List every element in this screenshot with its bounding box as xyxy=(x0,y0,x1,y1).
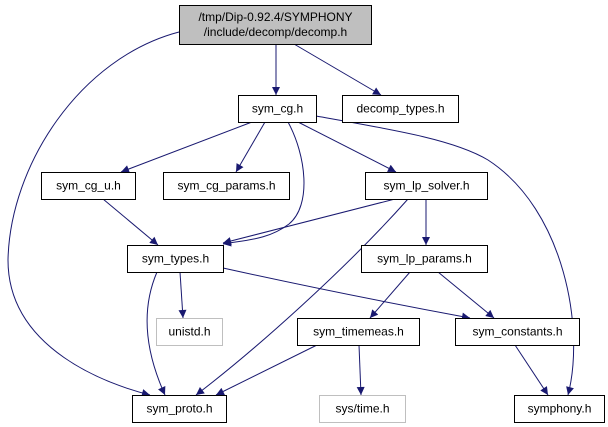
node-box-sym-lp-solver-h xyxy=(365,172,488,200)
node-box-decomp-h xyxy=(179,5,372,45)
node-sym-proto-h[interactable]: sym_proto.h xyxy=(132,395,227,423)
node-sym-timemeas-h[interactable]: sym_timemeas.h xyxy=(297,318,420,346)
edges-layer xyxy=(7,31,575,397)
edge-sym-timemeas-h-to-sym-proto-h xyxy=(215,344,318,396)
node-sys-time-h: sys/time.h xyxy=(319,395,406,423)
edge-decomp-h-to-sym-proto-h xyxy=(7,31,180,397)
node-label-decomp-h-line-2: /include/decomp/decomp.h xyxy=(204,25,347,39)
node-box-sym-cg-params-h xyxy=(163,172,290,200)
node-sym-lp-solver-h[interactable]: sym_lp_solver.h xyxy=(365,172,488,200)
node-sym-cg-h[interactable]: sym_cg.h xyxy=(238,95,317,123)
node-label-sym-types-h: sym_types.h xyxy=(142,252,209,266)
edge-decomp-h-to-decomp-types-h xyxy=(293,43,382,96)
node-sym-types-h[interactable]: sym_types.h xyxy=(127,245,224,273)
node-label-sym-constants-h: sym_constants.h xyxy=(472,325,562,339)
node-box-unistd-h xyxy=(156,318,223,346)
edge-sym-timemeas-h-to-sys-time-h xyxy=(356,344,365,396)
node-label-sym-cg-u-h: sym_cg_u.h xyxy=(56,179,121,193)
nodes-layer: /tmp/Dip-0.92.4/SYMPHONY/include/decomp/… xyxy=(41,5,605,423)
node-decomp-types-h[interactable]: decomp_types.h xyxy=(342,95,459,123)
node-label-sym-proto-h: sym_proto.h xyxy=(146,402,212,416)
node-label-unistd-h: unistd.h xyxy=(168,325,210,339)
node-sym-cg-u-h[interactable]: sym_cg_u.h xyxy=(41,172,136,200)
node-box-decomp-types-h xyxy=(342,95,459,123)
node-box-sym-cg-u-h xyxy=(41,172,136,200)
node-box-sym-timemeas-h xyxy=(297,318,420,346)
node-sym-lp-params-h[interactable]: sym_lp_params.h xyxy=(361,245,488,273)
node-sym-cg-params-h[interactable]: sym_cg_params.h xyxy=(163,172,290,200)
node-box-sym-proto-h xyxy=(132,395,227,423)
edge-sym-cg-h-to-sym-cg-params-h xyxy=(235,121,266,173)
node-label-decomp-h-line-1: /tmp/Dip-0.92.4/SYMPHONY xyxy=(198,10,352,24)
edge-sym-lp-solver-h-to-sym-proto-h xyxy=(195,198,409,396)
node-unistd-h: unistd.h xyxy=(156,318,223,346)
node-label-sym-lp-params-h: sym_lp_params.h xyxy=(377,252,472,266)
node-sym-constants-h[interactable]: sym_constants.h xyxy=(455,318,580,346)
node-label-sys-time-h: sys/time.h xyxy=(335,402,389,416)
node-box-sys-time-h xyxy=(319,395,406,423)
node-box-sym-cg-h xyxy=(238,95,317,123)
node-label-sym-lp-solver-h: sym_lp_solver.h xyxy=(383,179,469,193)
edge-sym-lp-solver-h-to-sym-types-h xyxy=(222,198,396,245)
edge-sym-lp-params-h-to-sym-constants-h xyxy=(437,271,495,319)
edge-sym-types-h-to-sym-proto-h xyxy=(146,271,166,396)
edge-sym-types-h-to-sym-constants-h xyxy=(222,267,471,321)
node-decomp-h[interactable]: /tmp/Dip-0.92.4/SYMPHONY/include/decomp/… xyxy=(179,5,372,45)
node-box-sym-lp-params-h xyxy=(361,245,488,273)
edge-sym-cg-u-h-to-sym-types-h xyxy=(102,198,159,246)
node-label-decomp-types-h: decomp_types.h xyxy=(356,102,444,116)
node-label-sym-timemeas-h: sym_timemeas.h xyxy=(313,325,404,339)
edge-sym-cg-h-to-sym-cg-u-h xyxy=(120,121,253,173)
edge-sym-lp-params-h-to-sym-timemeas-h xyxy=(369,271,411,319)
node-box-sym-types-h xyxy=(127,245,224,273)
node-label-symphony-h: symphony.h xyxy=(528,402,592,416)
edge-sym-types-h-to-unistd-h xyxy=(178,271,187,319)
edge-sym-cg-h-to-sym-types-h xyxy=(222,121,305,247)
node-box-symphony-h xyxy=(514,395,605,423)
edge-sym-constants-h-to-symphony-h xyxy=(514,344,549,396)
node-label-sym-cg-h: sym_cg.h xyxy=(252,102,303,116)
node-box-sym-constants-h xyxy=(455,318,580,346)
edge-sym-cg-h-to-sym-lp-solver-h xyxy=(297,121,397,173)
node-label-sym-cg-params-h: sym_cg_params.h xyxy=(177,179,275,193)
node-symphony-h[interactable]: symphony.h xyxy=(514,395,605,423)
